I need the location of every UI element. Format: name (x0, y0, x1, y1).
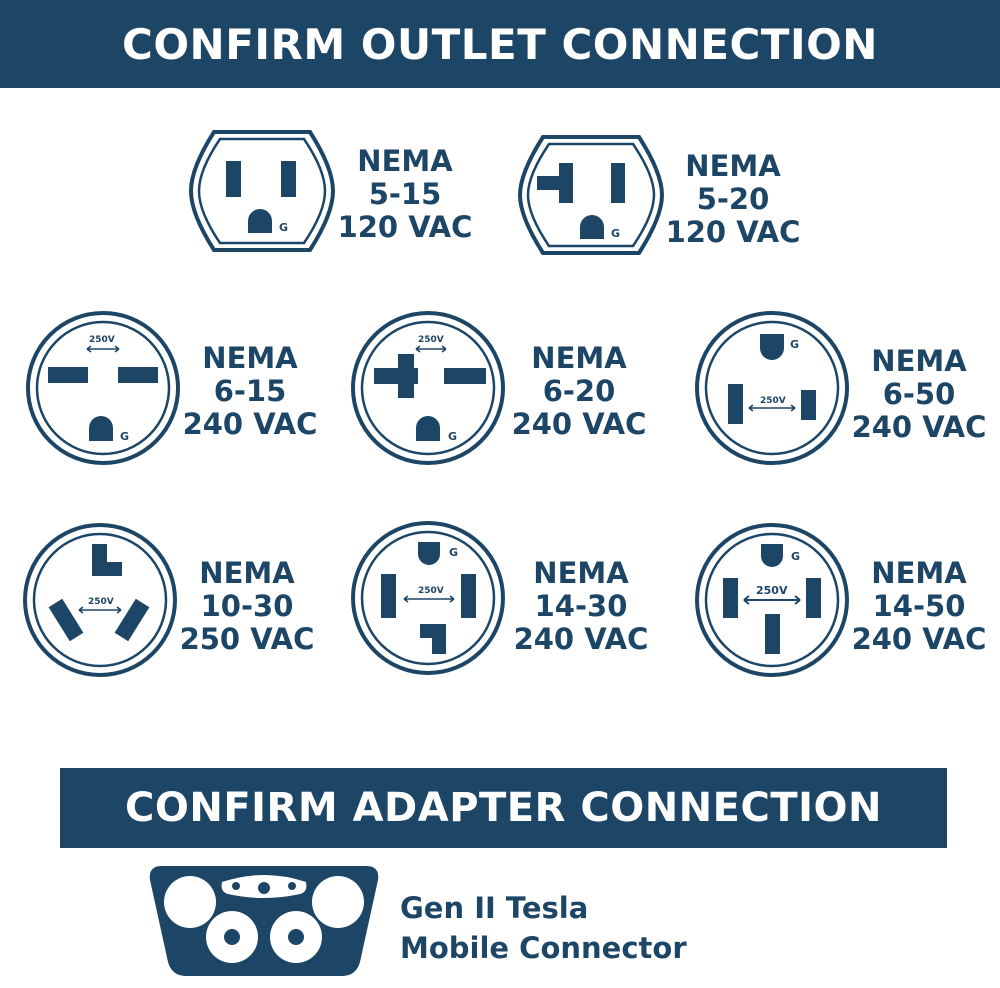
ground-mark: G (279, 221, 288, 234)
ground-mark: G (611, 227, 620, 240)
ground-mark: G (790, 338, 799, 351)
nema-14-50-outlet-icon: G 250V (695, 523, 849, 677)
nema-6-15-outlet-icon: 250V G (26, 311, 180, 465)
nema-6-20-outlet-icon: 250V G (351, 311, 505, 465)
voltage-mark: 250V (760, 396, 786, 406)
tesla-connector-icon (149, 866, 379, 976)
voltage-mark: 250V (418, 586, 444, 596)
ground-mark: G (448, 430, 457, 443)
nema-10-30-outlet-icon: 250V (23, 523, 177, 677)
adapter-connection-header: CONFIRM ADAPTER CONNECTION (60, 768, 947, 848)
outlet-connection-header: CONFIRM OUTLET CONNECTION (0, 0, 1000, 88)
ground-mark: G (791, 550, 800, 563)
voltage-mark: 250V (756, 584, 788, 597)
voltage-mark: 250V (89, 335, 115, 345)
ground-mark: G (120, 430, 129, 443)
nema-14-30-outlet-icon: G 250V (351, 521, 505, 675)
voltage-mark: 250V (88, 597, 114, 607)
nema-5-15-outlet-icon: G (188, 130, 336, 252)
nema-6-50-outlet-icon: G 250V (695, 311, 849, 465)
voltage-mark: 250V (418, 335, 444, 345)
ground-mark: G (449, 546, 458, 559)
nema-5-20-outlet-icon: G (517, 135, 665, 255)
